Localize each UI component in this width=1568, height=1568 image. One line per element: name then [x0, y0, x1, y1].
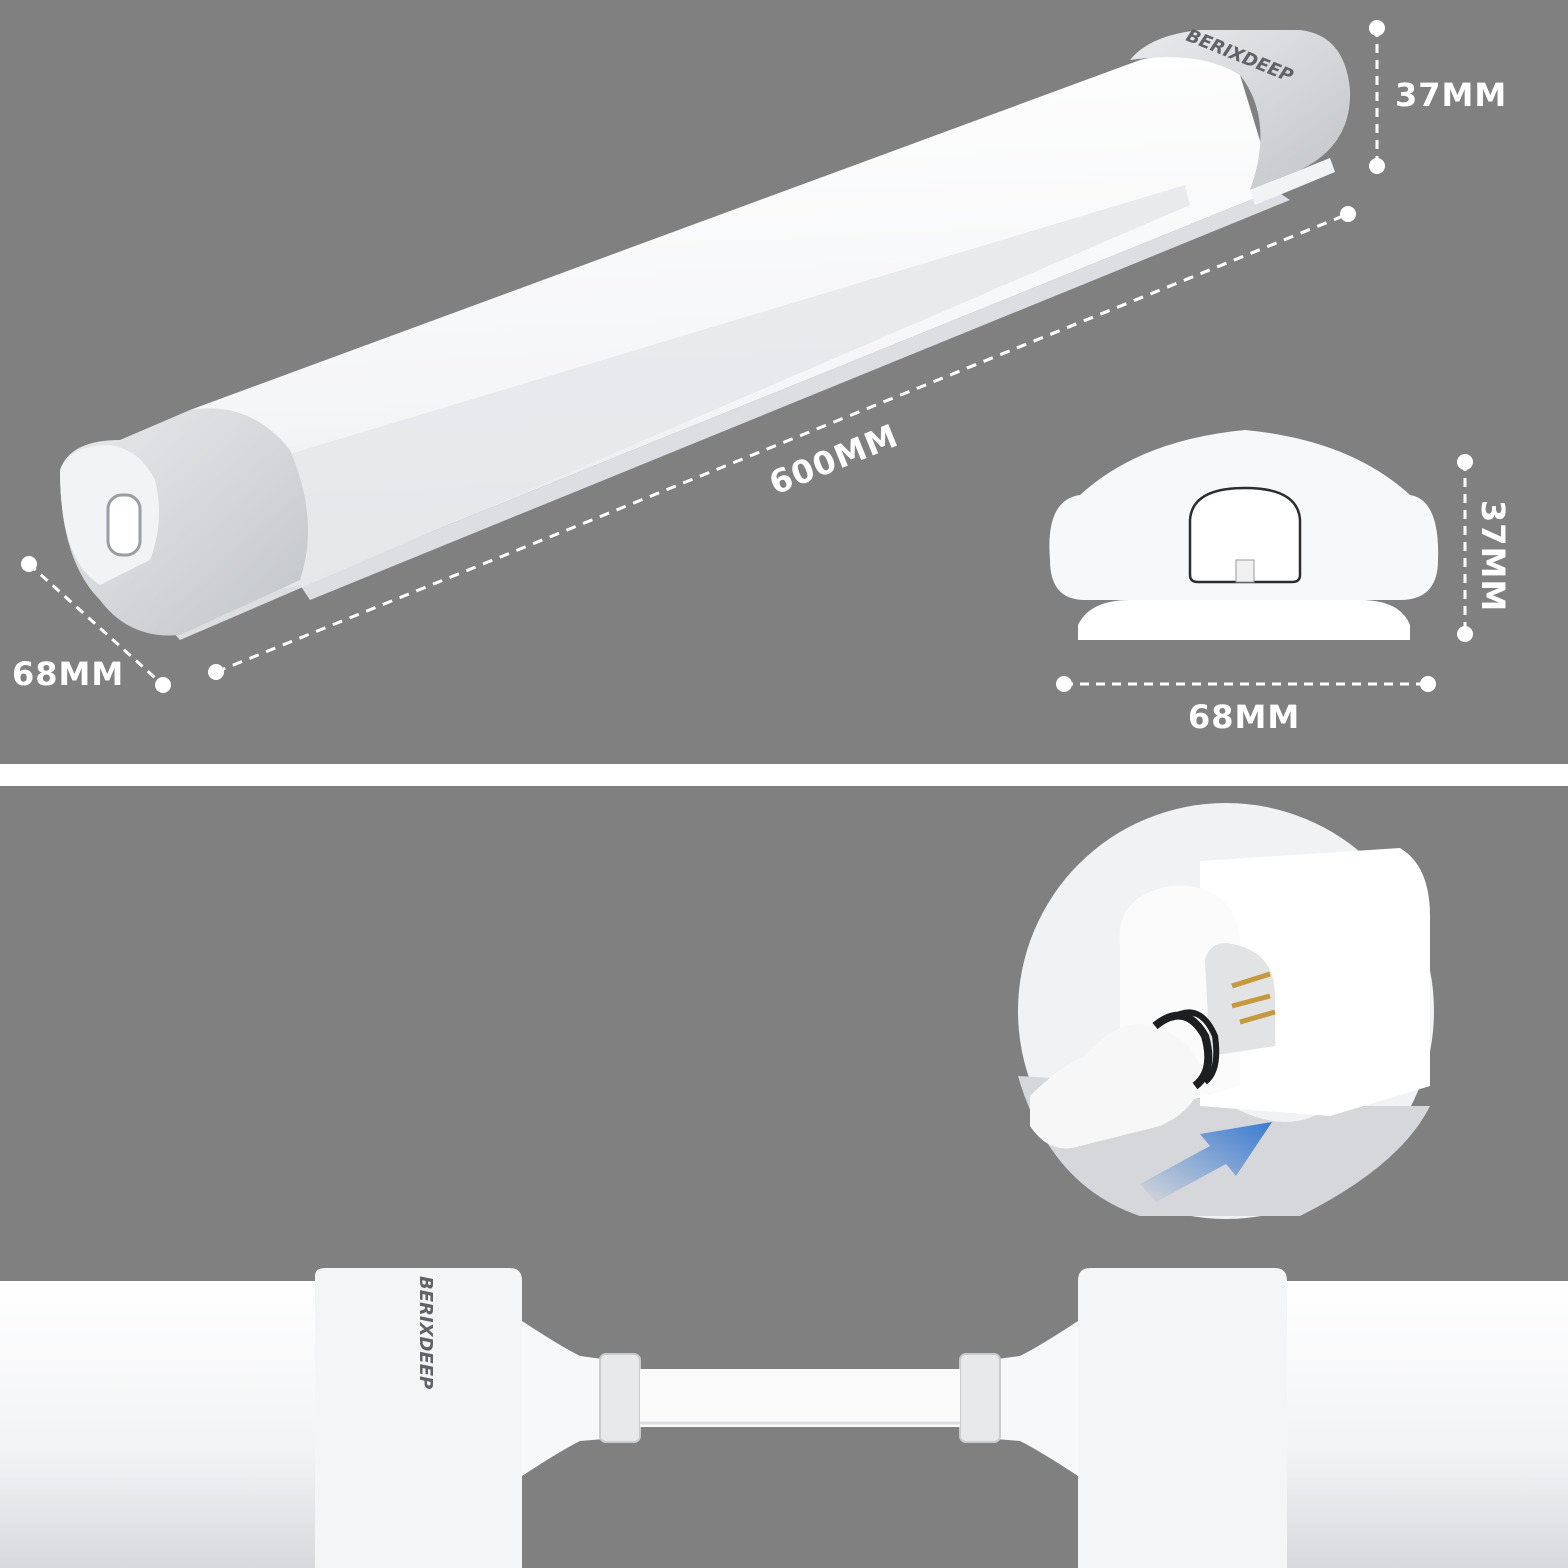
right-link-cap: [1078, 1268, 1287, 1568]
end-port: [1188, 486, 1302, 584]
dimensions-illustration: BERIXDEEP 37MM 600MM 68MM: [12, 20, 1512, 736]
left-link-cap: [315, 1268, 522, 1568]
dimension-end-height: 37MM: [1457, 454, 1512, 642]
connector-port: [106, 493, 142, 557]
plug: [1030, 1024, 1201, 1149]
linked-fixtures: BERIXDEEP: [0, 1268, 1568, 1568]
zoom-detail: [1018, 803, 1434, 1219]
height-label: 37MM: [1395, 76, 1507, 114]
connection-panel: BERIXDEEP: [0, 786, 1568, 1568]
right-end-cap: [1130, 30, 1351, 190]
end-height-label: 37MM: [1474, 500, 1512, 612]
connector-pins-icon: [1231, 971, 1276, 1025]
dimensions-panel: BERIXDEEP 37MM 600MM 68MM: [0, 0, 1568, 764]
end-width-label: 68MM: [1188, 698, 1300, 736]
brand-label-bottom: BERIXDEEP: [415, 1276, 436, 1389]
dimension-height: 37MM: [1369, 20, 1507, 174]
end-profile-view: [1049, 430, 1439, 640]
fixture-side-view: BERIXDEEP: [60, 25, 1351, 640]
link-cable: [640, 1369, 960, 1427]
socket: [1205, 943, 1275, 1056]
length-label: 600MM: [764, 416, 904, 502]
connection-illustration: BERIXDEEP: [0, 803, 1568, 1568]
dimension-end-width: 68MM: [1056, 676, 1436, 736]
dimension-width: 68MM: [12, 556, 171, 693]
panel-divider: [0, 764, 1568, 786]
width-label: 68MM: [12, 655, 124, 693]
arrow-icon: [1140, 1122, 1272, 1202]
